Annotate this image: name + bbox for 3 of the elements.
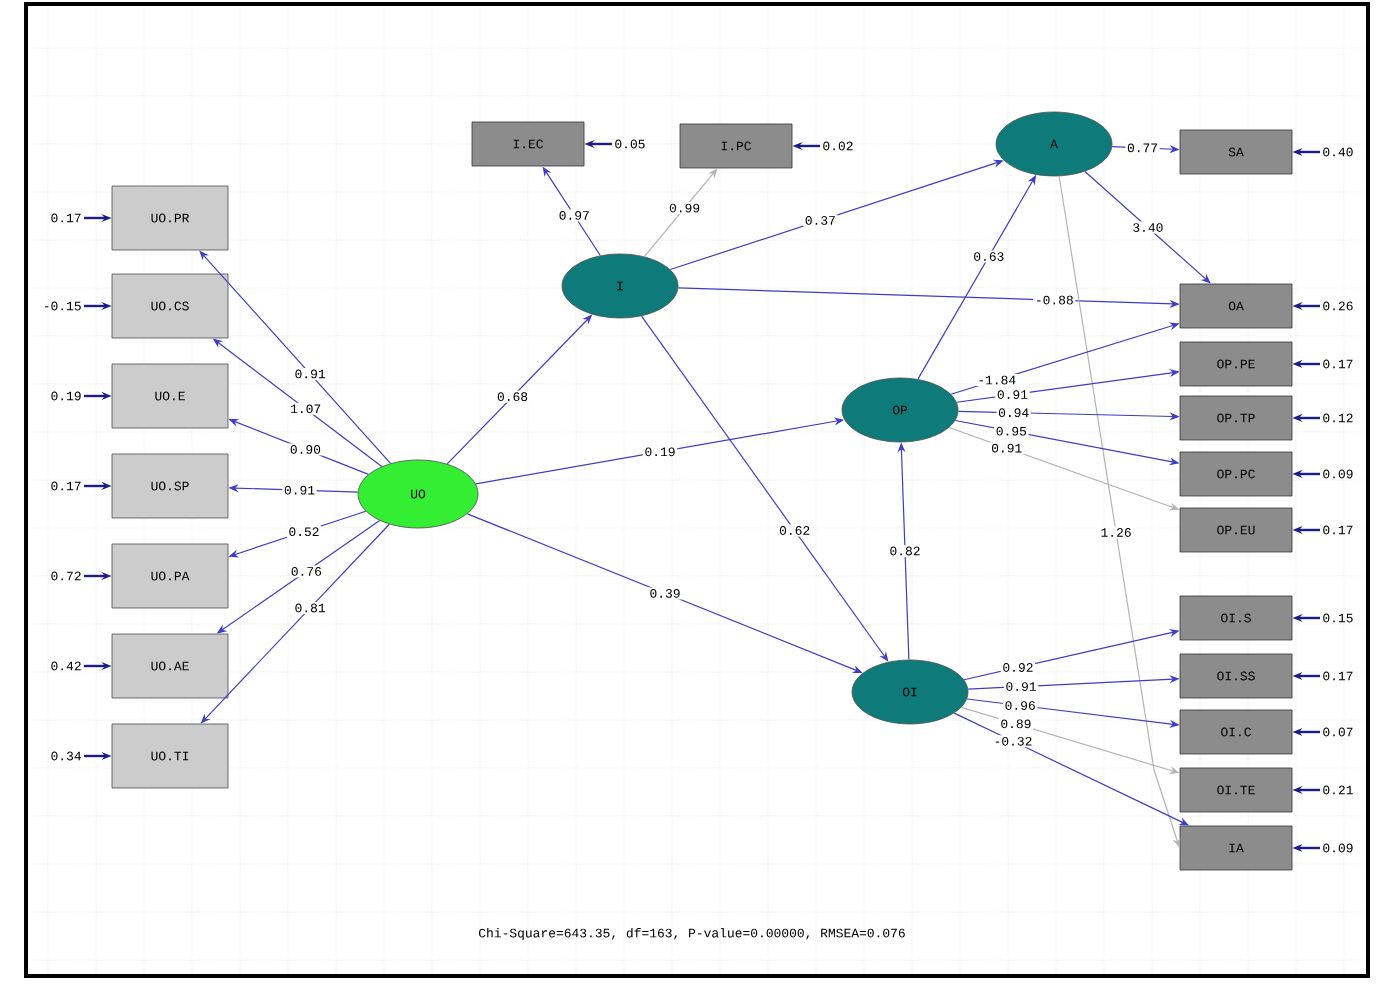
arrow [640,315,889,662]
arrow [1084,170,1211,284]
arrow [1058,175,1181,848]
